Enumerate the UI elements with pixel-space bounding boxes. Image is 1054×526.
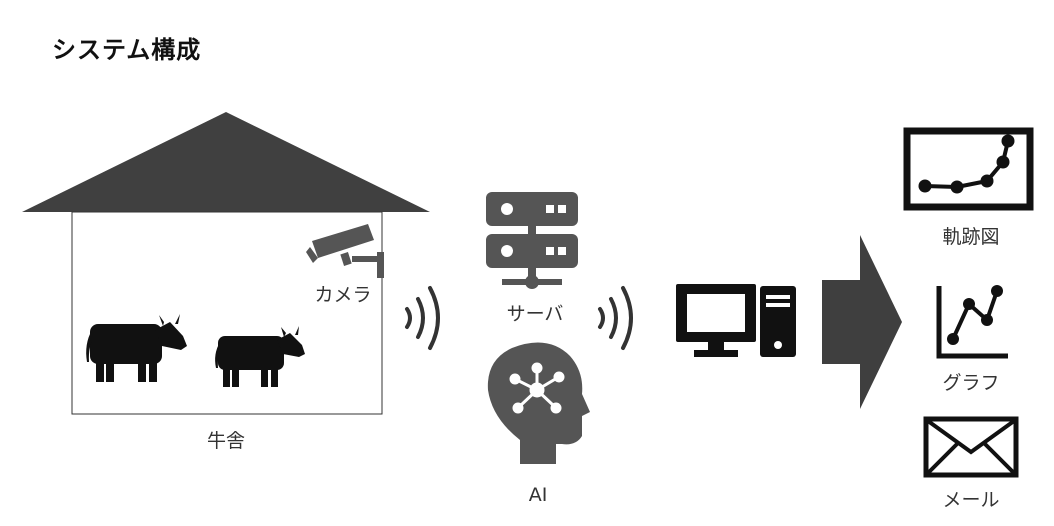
roof [22, 112, 430, 212]
trajectory-chart-icon [903, 127, 1034, 211]
server-icon [486, 192, 578, 289]
camera-icon [306, 224, 384, 278]
cow-icon [215, 326, 305, 387]
mail-label: メール [942, 489, 1000, 511]
computer-icon [676, 284, 796, 357]
graph-label: グラフ [942, 372, 1000, 394]
wireless-signal-icon [598, 286, 633, 350]
page-title: システム構成 [52, 36, 202, 64]
arrow-right-icon [822, 235, 902, 409]
barn-label: 牛舎 [206, 430, 246, 452]
ai-label: AI [528, 484, 548, 506]
camera-label: カメラ [314, 284, 372, 306]
cow-icon [86, 314, 187, 382]
wireless-signal-icon [405, 286, 440, 350]
line-graph-icon [936, 285, 1008, 359]
server-label: サーバ [506, 303, 564, 325]
ai-head-icon [487, 342, 590, 464]
trajectory-label: 軌跡図 [942, 226, 1000, 248]
mail-icon [923, 416, 1019, 478]
